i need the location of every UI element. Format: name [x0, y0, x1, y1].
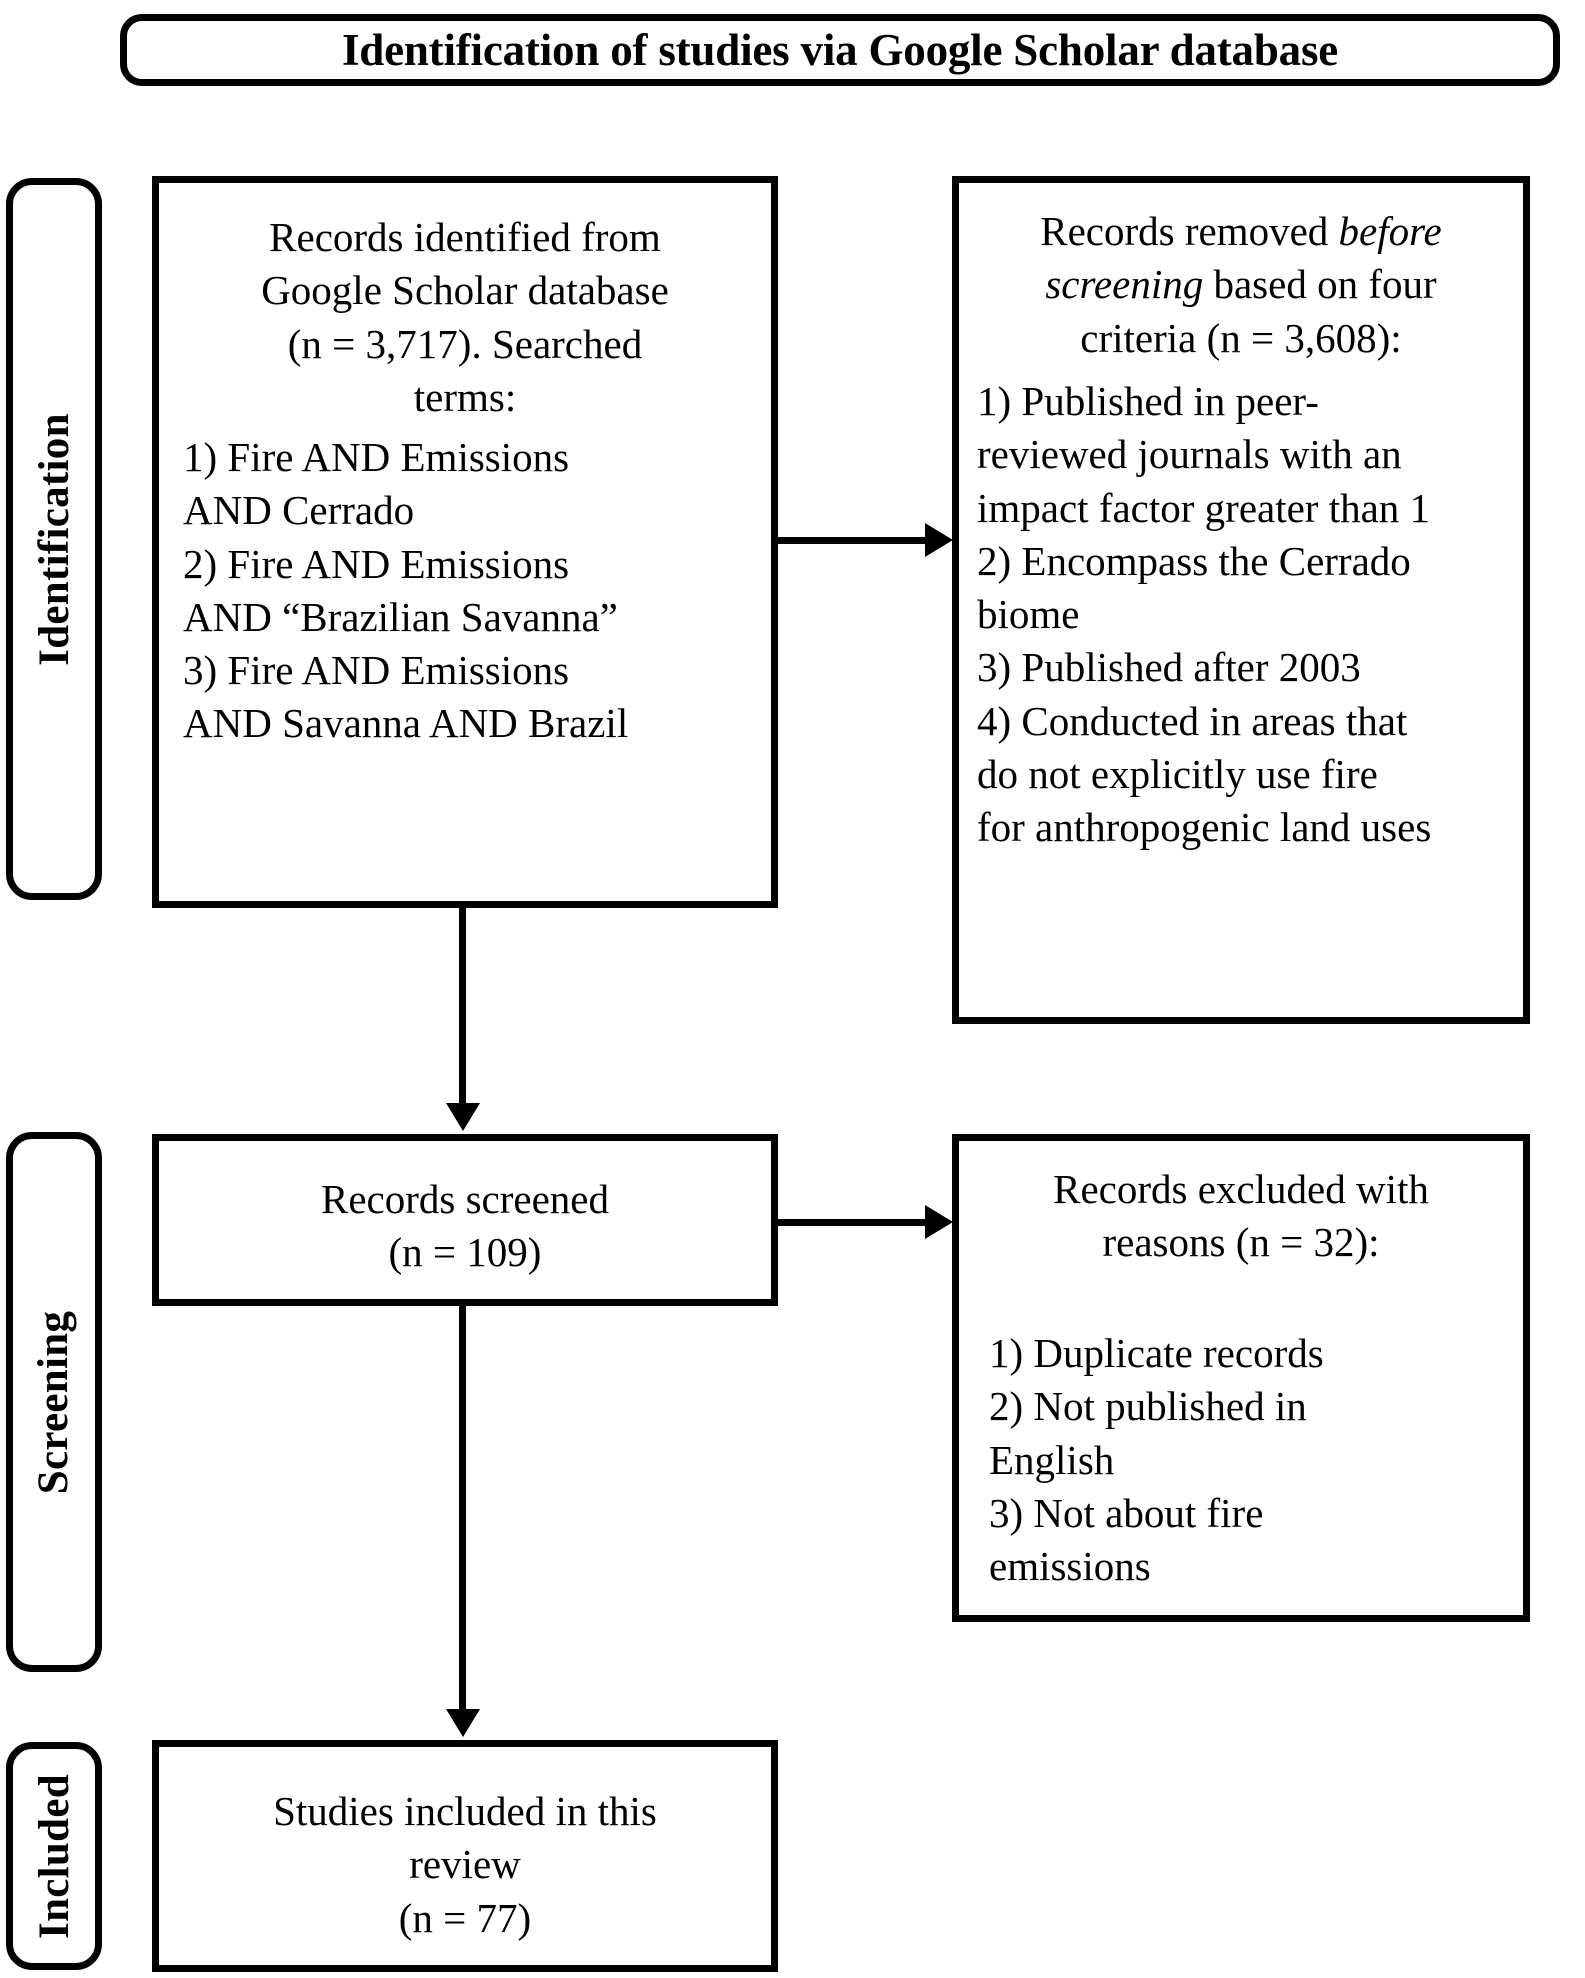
connector-identified-to-removed-arrowhead	[925, 523, 953, 557]
exclusion-reason-line: English	[989, 1436, 1115, 1483]
stage-label-identification-text: Identification	[30, 412, 78, 666]
search-term-line: 1) Fire AND Emissions	[183, 434, 570, 480]
records-identified-search-terms: 1) Fire AND Emissions AND Cerrado 2) Fir…	[159, 431, 771, 751]
connector-screened-to-excluded-line	[778, 1219, 928, 1226]
records-screened-line-2: (n = 109)	[388, 1229, 542, 1276]
diagram-title-box: Identification of studies via Google Sch…	[120, 14, 1560, 86]
stage-label-identification: Identification	[6, 178, 102, 900]
records-removed-criteria: 1) Published in peer- reviewed journals …	[959, 375, 1523, 855]
criterion-line: impact factor greater than 1	[977, 484, 1431, 531]
studies-included-line-3: (n = 77)	[398, 1894, 532, 1941]
records-identified-heading-line-3: (n = 3,717). Searched	[287, 320, 643, 367]
records-identified-heading-line-4: terms:	[413, 373, 517, 420]
records-removed-heading-suffix: based on four	[1203, 261, 1437, 308]
criterion-line: 3) Published after 2003	[977, 644, 1361, 691]
records-excluded-heading-line-1: Records excluded with	[1053, 1166, 1429, 1212]
records-screened-text: Records screened (n = 109)	[159, 1173, 771, 1280]
search-term-line: AND “Brazilian Savanna”	[183, 593, 618, 640]
connector-screened-to-included-arrowhead	[446, 1709, 480, 1737]
connector-identified-to-removed-line	[778, 537, 928, 544]
studies-included-line-2: review	[409, 1841, 521, 1888]
search-term-line: AND Cerrado	[183, 487, 415, 534]
page-title: Identification of studies via Google Sch…	[341, 25, 1339, 75]
studies-included-line-1: Studies included in this	[273, 1788, 657, 1834]
exclusion-reason-line: 3) Not about fire	[989, 1489, 1264, 1536]
records-excluded-heading-line-2: reasons (n = 32):	[1102, 1219, 1380, 1266]
connector-identified-to-screened-line	[459, 908, 466, 1108]
search-term-line: 3) Fire AND Emissions	[183, 647, 570, 694]
connector-screened-to-included-line	[459, 1306, 466, 1714]
stage-label-included: Included	[6, 1742, 102, 1970]
records-removed-heading-rich: Records removed before screening based o…	[975, 205, 1507, 312]
stage-label-screening-text: Screening	[30, 1310, 78, 1494]
exclusion-reason-line: emissions	[989, 1543, 1151, 1590]
box-records-identified: Records identified from Google Scholar d…	[152, 176, 778, 908]
records-identified-heading: Records identified from Google Scholar d…	[159, 211, 771, 424]
records-removed-heading-italic: before screening	[1045, 208, 1442, 308]
stage-label-screening: Screening	[6, 1132, 102, 1672]
search-term-line: 2) Fire AND Emissions	[183, 540, 570, 587]
records-excluded-reasons: 1) Duplicate records 2) Not published in…	[959, 1327, 1523, 1593]
records-excluded-heading: Records excluded with reasons (n = 32):	[959, 1163, 1523, 1270]
records-screened-line-1: Records screened	[320, 1176, 609, 1222]
criterion-line: 1) Published in peer-	[977, 378, 1319, 424]
box-studies-included: Studies included in this review (n = 77)	[152, 1740, 778, 1972]
records-identified-heading-line-2: Google Scholar database	[261, 267, 669, 314]
stage-label-included-text: Included	[30, 1773, 78, 1939]
criterion-line: reviewed journals with an	[977, 431, 1402, 478]
box-records-removed: Records removed before screening based o…	[952, 176, 1530, 1024]
studies-included-text: Studies included in this review (n = 77)	[159, 1785, 771, 1945]
records-removed-heading-last-line: criteria (n = 3,608):	[1080, 314, 1402, 361]
criterion-line: do not explicitly use fire	[977, 751, 1378, 798]
records-identified-heading-line-1: Records identified from	[269, 214, 661, 260]
records-removed-heading-prefix: Records removed	[1040, 208, 1339, 254]
criterion-line: 4) Conducted in areas that	[977, 697, 1408, 744]
box-records-screened: Records screened (n = 109)	[152, 1134, 778, 1306]
connector-identified-to-screened-arrowhead	[446, 1103, 480, 1131]
records-removed-heading: Records removed before screening based o…	[959, 205, 1523, 365]
criterion-line: biome	[977, 591, 1080, 638]
criterion-line: for anthropogenic land uses	[977, 804, 1432, 851]
criterion-line: 2) Encompass the Cerrado	[977, 537, 1411, 584]
connector-screened-to-excluded-arrowhead	[925, 1205, 953, 1239]
exclusion-reason-line: 2) Not published in	[989, 1383, 1307, 1430]
search-term-line: AND Savanna AND Brazil	[183, 700, 629, 747]
exclusion-reason-line: 1) Duplicate records	[989, 1330, 1324, 1376]
box-records-excluded: Records excluded with reasons (n = 32): …	[952, 1134, 1530, 1622]
